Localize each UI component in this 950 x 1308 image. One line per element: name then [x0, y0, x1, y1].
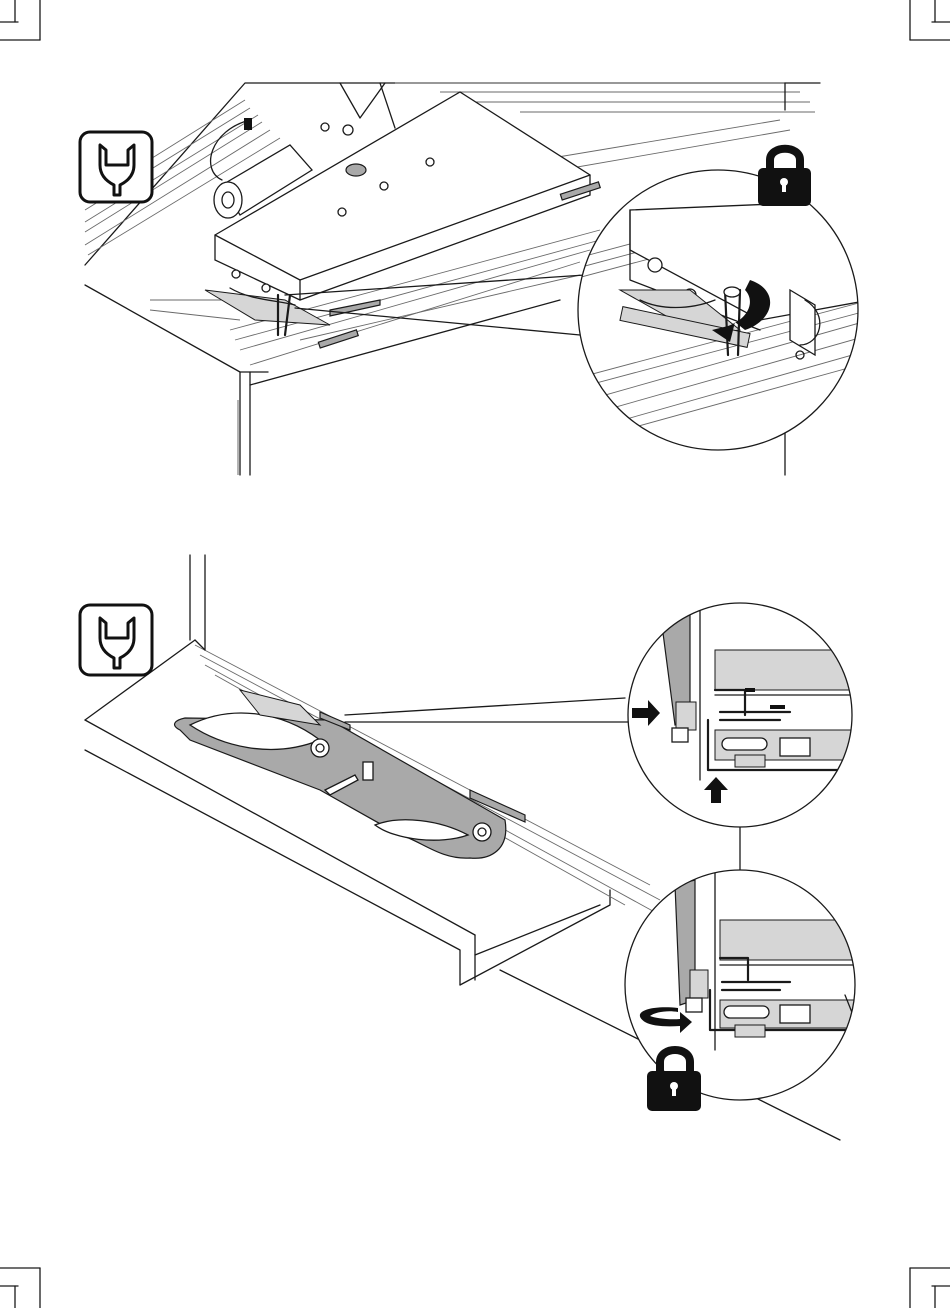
step-2-wrench-box — [80, 605, 152, 675]
step-1-wrench-box — [80, 132, 152, 202]
step-2-zoom-detail-a — [620, 600, 865, 840]
step-1-zoom-detail — [570, 165, 870, 465]
motor-housing — [205, 92, 600, 348]
step-1-lock-icon — [758, 149, 811, 206]
